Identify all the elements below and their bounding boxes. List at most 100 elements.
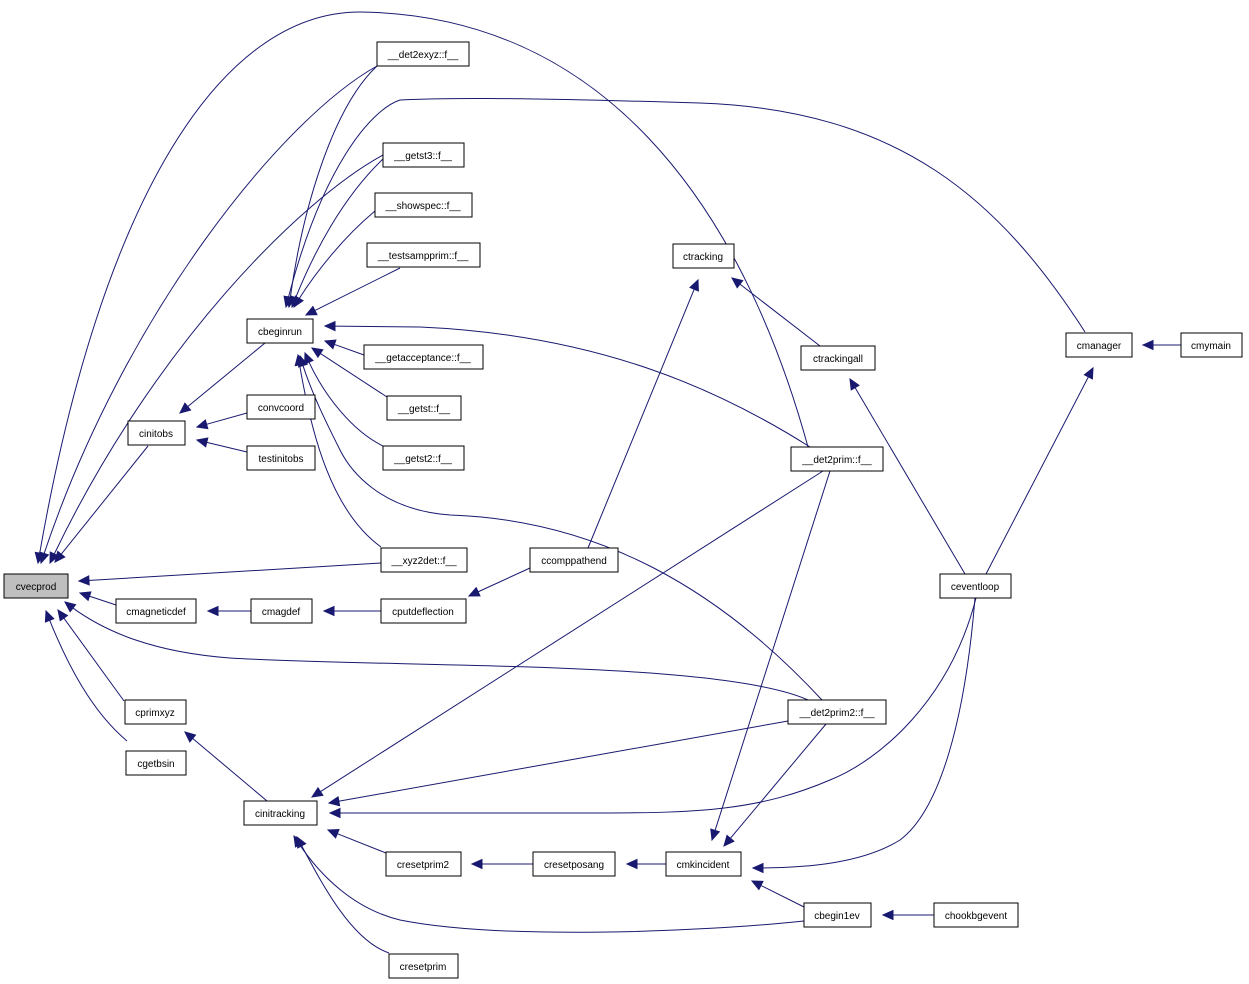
edge-ccomppathend-to-ctracking <box>587 278 699 549</box>
svg-text:__showspec::f__: __showspec::f__ <box>384 201 460 212</box>
svg-text:cmanager: cmanager <box>1077 341 1122 352</box>
node-cmymain[interactable]: cmymain <box>1180 332 1243 358</box>
svg-text:__det2prim::f__: __det2prim::f__ <box>801 455 872 466</box>
arrowhead-cbegin1ev-to-cmkincident <box>750 880 764 891</box>
svg-text:__getst::f__: __getst::f__ <box>397 404 451 415</box>
node-convcoord[interactable]: convcoord <box>246 394 316 420</box>
arrowhead-xyz2det-to-cvecprod <box>77 575 90 586</box>
edge-cgetbsin-to-cvecprod <box>44 609 128 742</box>
node-xyz2det[interactable]: __xyz2det::f__ <box>380 547 468 573</box>
node-cmagneticdef[interactable]: cmagneticdef <box>115 598 197 624</box>
node-cinitobs[interactable]: cinitobs <box>127 420 186 446</box>
svg-text:__getst3::f__: __getst3::f__ <box>393 151 452 162</box>
edge-det2prim2-to-cinitracking <box>327 720 789 807</box>
edge-det2exyz-to-cvecprod <box>39 65 378 565</box>
node-getst3[interactable]: __getst3::f__ <box>382 142 465 168</box>
node-cgetbsin[interactable]: cgetbsin <box>125 750 187 776</box>
arrowhead-det2prim2-to-cinitracking <box>327 795 341 807</box>
svg-text:cmagdef: cmagdef <box>262 607 301 618</box>
edge-xyz2det-to-cvecprod <box>77 562 382 586</box>
node-testinitobs[interactable]: testinitobs <box>246 445 316 471</box>
edge-showspec-to-cbeginrun <box>293 210 376 309</box>
node-getst[interactable]: __getst::f__ <box>386 395 462 421</box>
arrowhead-getacceptance-to-cbeginrun <box>323 339 337 350</box>
edge-cinitobs-to-cvecprod <box>54 445 149 563</box>
edge-testsampprim-to-cbeginrun <box>304 267 401 316</box>
arrowhead-det2prim2-to-cbeginrun <box>298 354 309 368</box>
edge-getacceptance-to-cbeginrun <box>323 339 365 356</box>
node-ccomppathend[interactable]: ccomppathend <box>529 547 619 573</box>
svg-text:cputdeflection: cputdeflection <box>392 607 454 618</box>
node-cputdeflection[interactable]: cputdeflection <box>380 598 467 624</box>
arrowhead-det2prim2-to-cmkincident <box>723 834 735 847</box>
svg-text:__getst2::f__: __getst2::f__ <box>393 454 452 465</box>
edge-det2prim-to-cinitracking <box>310 470 824 798</box>
edge-ceventloop-to-cmanager <box>985 366 1094 575</box>
node-cprimxyz[interactable]: cprimxyz <box>124 699 187 725</box>
svg-text:cresetprim2: cresetprim2 <box>397 860 450 871</box>
edge-det2prim-to-cvecprod <box>34 11 809 565</box>
edge-chookbgevent-to-cbegin1ev <box>881 909 934 921</box>
arrowhead-ceventloop-to-cmanager <box>1083 366 1094 380</box>
arrowhead-getst3-to-cvecprod <box>49 551 60 565</box>
node-getacceptance[interactable]: __getacceptance::f__ <box>363 344 484 370</box>
svg-text:cmymain: cmymain <box>1191 341 1231 352</box>
edge-cinitracking-to-cprimxyz <box>184 731 268 802</box>
arrowhead-cbeginrun-to-cinitobs <box>179 402 192 414</box>
node-ctracking[interactable]: ctracking <box>672 243 735 269</box>
node-cresetprim2[interactable]: cresetprim2 <box>385 851 462 877</box>
edge-ceventloop-to-ctrackingall <box>849 377 966 575</box>
arrowhead-ceventloop-to-cinitracking <box>328 807 341 819</box>
node-chookbgevent[interactable]: chookbgevent <box>933 902 1019 928</box>
arrowhead-cresetprim-to-cinitracking <box>296 835 307 849</box>
svg-text:ctracking: ctracking <box>683 252 723 263</box>
arrowhead-ceventloop-to-cmkincident <box>751 862 764 874</box>
node-cresetposang[interactable]: cresetposang <box>532 851 616 877</box>
edge-cmymain-to-cmanager <box>1141 339 1181 351</box>
node-det2exyz[interactable]: __det2exyz::f__ <box>376 41 470 67</box>
svg-text:__det2exyz::f__: __det2exyz::f__ <box>387 50 459 61</box>
svg-text:cgetbsin: cgetbsin <box>137 759 174 770</box>
node-ctrackingall[interactable]: ctrackingall <box>800 345 876 371</box>
edge-cbegin1ev-to-cinitracking <box>293 834 805 933</box>
node-det2prim2[interactable]: __det2prim2::f__ <box>787 699 887 725</box>
edge-cmagdef-to-cmagneticdef <box>206 605 251 617</box>
node-cvecprod[interactable]: cvecprod <box>3 573 69 599</box>
edge-cmanager-to-cbeginrun <box>283 97 1086 333</box>
edge-getst3-to-cvecprod <box>49 154 384 565</box>
arrowhead-getst-to-cbeginrun <box>310 347 324 359</box>
arrowhead-cinitracking-to-cprimxyz <box>184 731 197 743</box>
node-cbeginrun[interactable]: cbeginrun <box>246 318 314 344</box>
node-det2prim[interactable]: __det2prim::f__ <box>790 446 884 472</box>
arrowhead-det2prim-to-cbeginrun <box>323 320 336 332</box>
node-ceventloop[interactable]: ceventloop <box>939 573 1012 599</box>
svg-text:testinitobs: testinitobs <box>258 454 303 465</box>
arrowhead-cinitobs-to-cvecprod <box>54 550 66 563</box>
arrowhead-cprimxyz-to-cvecprod <box>57 609 69 622</box>
svg-text:cmkincident: cmkincident <box>677 860 730 871</box>
edge-cmkincident-to-cresetposang <box>625 858 666 870</box>
node-cmkincident[interactable]: cmkincident <box>665 851 742 877</box>
edge-det2prim2-to-cvecprod <box>64 601 809 701</box>
node-cmanager[interactable]: cmanager <box>1065 332 1133 358</box>
arrowhead-det2prim-to-cvecprod <box>34 551 45 565</box>
svg-text:cresetprim: cresetprim <box>400 962 447 973</box>
node-cinitracking[interactable]: cinitracking <box>243 800 318 826</box>
svg-text:cvecprod: cvecprod <box>16 582 57 593</box>
node-getst2[interactable]: __getst2::f__ <box>382 445 465 471</box>
node-cbegin1ev[interactable]: cbegin1ev <box>803 902 872 928</box>
edge-det2prim2-to-cbeginrun <box>298 354 823 701</box>
arrowhead-det2prim-to-cinitracking <box>310 786 324 798</box>
edge-det2prim-to-cbeginrun <box>323 320 811 448</box>
node-cmagdef[interactable]: cmagdef <box>250 598 313 624</box>
edges <box>34 11 1181 954</box>
node-cresetprim[interactable]: cresetprim <box>388 953 459 979</box>
node-showspec[interactable]: __showspec::f__ <box>374 192 473 218</box>
svg-text:chookbgevent: chookbgevent <box>945 911 1007 922</box>
arrowhead-cputdeflection-to-cmagdef <box>322 605 335 617</box>
node-testsampprim[interactable]: __testsampprim::f__ <box>366 242 481 268</box>
edge-cmagneticdef-to-cvecprod <box>78 591 117 606</box>
arrowhead-det2prim-to-cmkincident <box>710 828 721 842</box>
edge-det2prim-to-cmkincident <box>710 470 831 842</box>
